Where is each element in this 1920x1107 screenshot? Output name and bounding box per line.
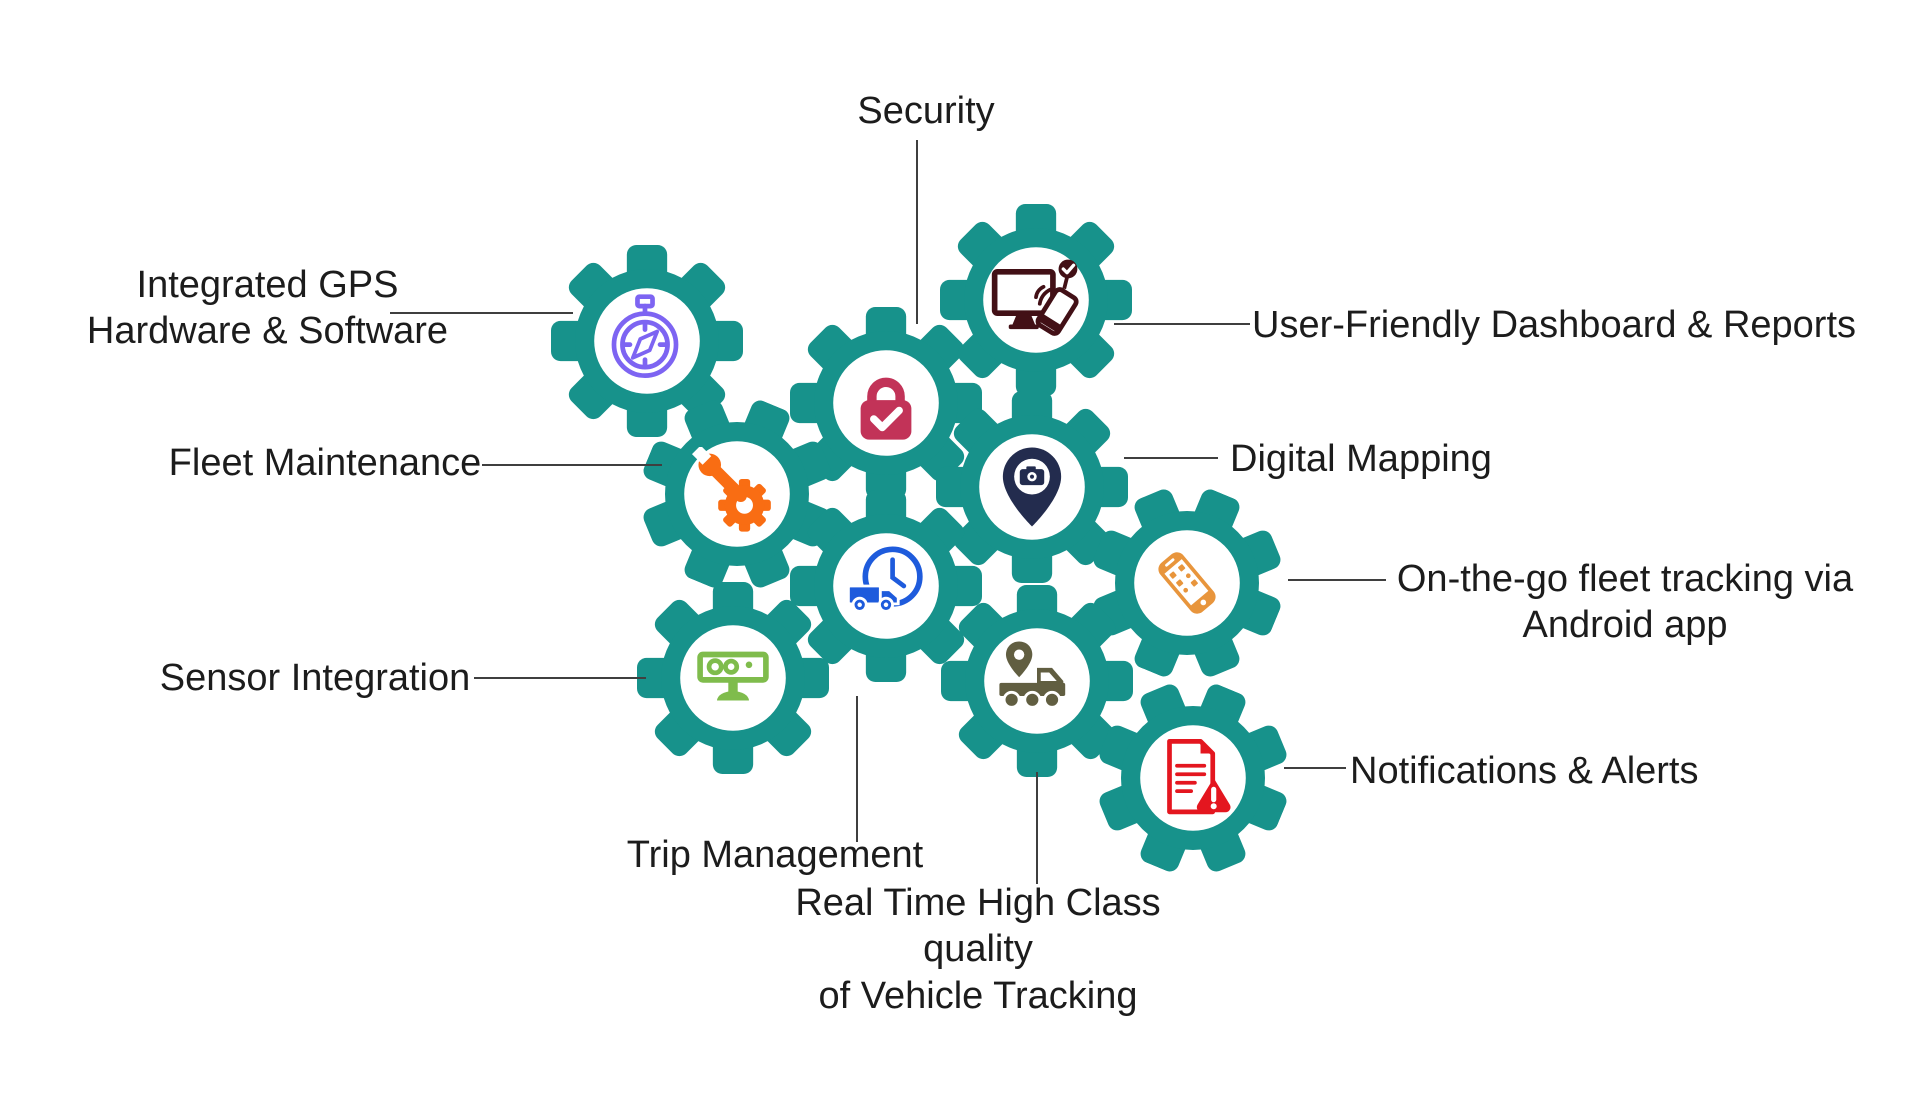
connector-notifications: [1284, 767, 1346, 769]
label-digital-mapping: Digital Mapping: [1230, 438, 1492, 480]
connector-sensor-integration: [474, 677, 646, 679]
label-security: Security: [857, 90, 995, 132]
label-sensor-integration: Sensor Integration: [159, 657, 471, 699]
connector-integrated-gps: [390, 312, 573, 314]
label-notifications-alerts: Notifications & Alerts: [1350, 750, 1699, 792]
label-android-tracking: On-the-go fleet tracking via Android app: [1396, 558, 1854, 647]
connector-android-tracking: [1288, 579, 1386, 581]
label-fleet-maintenance: Fleet Maintenance: [168, 442, 482, 484]
map-pin-camera-icon: [1002, 447, 1062, 527]
label-dashboard-reports: User-Friendly Dashboard & Reports: [1252, 304, 1857, 346]
compass-icon: [611, 294, 679, 379]
connector-trip-management: [856, 696, 858, 842]
smartphone-apps-icon: [1158, 552, 1216, 614]
label-trip-management: Trip Management: [626, 834, 924, 876]
truck-clock-icon: [846, 546, 923, 613]
label-realtime-tracking: Real Time High Class quality of Vehicle …: [795, 882, 1161, 1017]
connector-realtime-tracking: [1036, 772, 1038, 884]
document-alert-icon: [1167, 738, 1231, 815]
gear-wrench-icon: [691, 447, 771, 532]
truck-location-pin-icon: [999, 641, 1066, 709]
connector-digital-mapping: [1124, 457, 1218, 459]
sensor-device-icon: [697, 651, 769, 701]
connector-security: [916, 140, 918, 324]
padlock-check-icon: [860, 377, 912, 440]
label-integrated-gps: Integrated GPS Hardware & Software: [86, 264, 449, 353]
monitor-phone-check-icon: [991, 259, 1079, 336]
connector-dashboard: [1114, 323, 1250, 325]
connector-fleet-maintenance: [482, 464, 662, 466]
